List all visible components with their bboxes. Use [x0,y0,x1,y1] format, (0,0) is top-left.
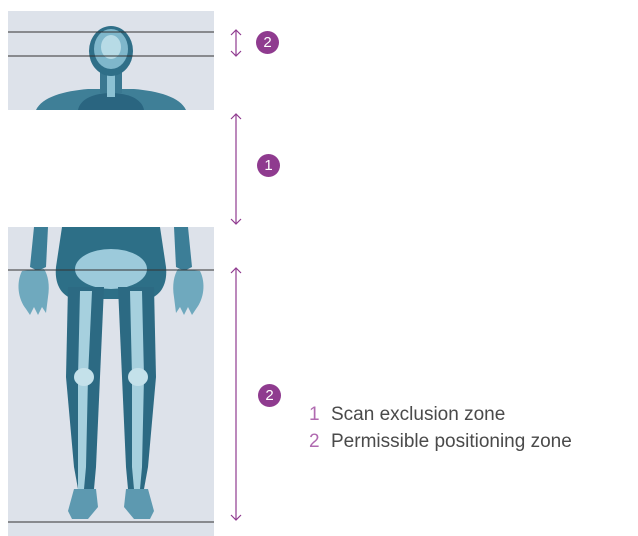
legend: 1 Scan exclusion zone 2 Permissible posi… [309,404,634,458]
exclusion-zone-badge: 1 [257,154,280,177]
lower-zone-arrow [231,268,241,520]
legend-item-positioning: 2 Permissible positioning zone [309,431,634,458]
upper-zone-arrow [231,30,241,56]
legend-label: Permissible positioning zone [331,431,572,453]
legend-number: 1 [309,404,331,426]
lower-body-scan-image [8,227,214,536]
legend-label: Scan exclusion zone [331,404,505,426]
upper-body-scan-image [8,11,214,110]
legend-item-exclusion: 1 Scan exclusion zone [309,404,634,431]
legend-number: 2 [309,431,331,453]
exclusion-zone-arrow [231,114,241,224]
upper-zone-badge: 2 [256,31,279,54]
lower-zone-badge: 2 [258,384,281,407]
